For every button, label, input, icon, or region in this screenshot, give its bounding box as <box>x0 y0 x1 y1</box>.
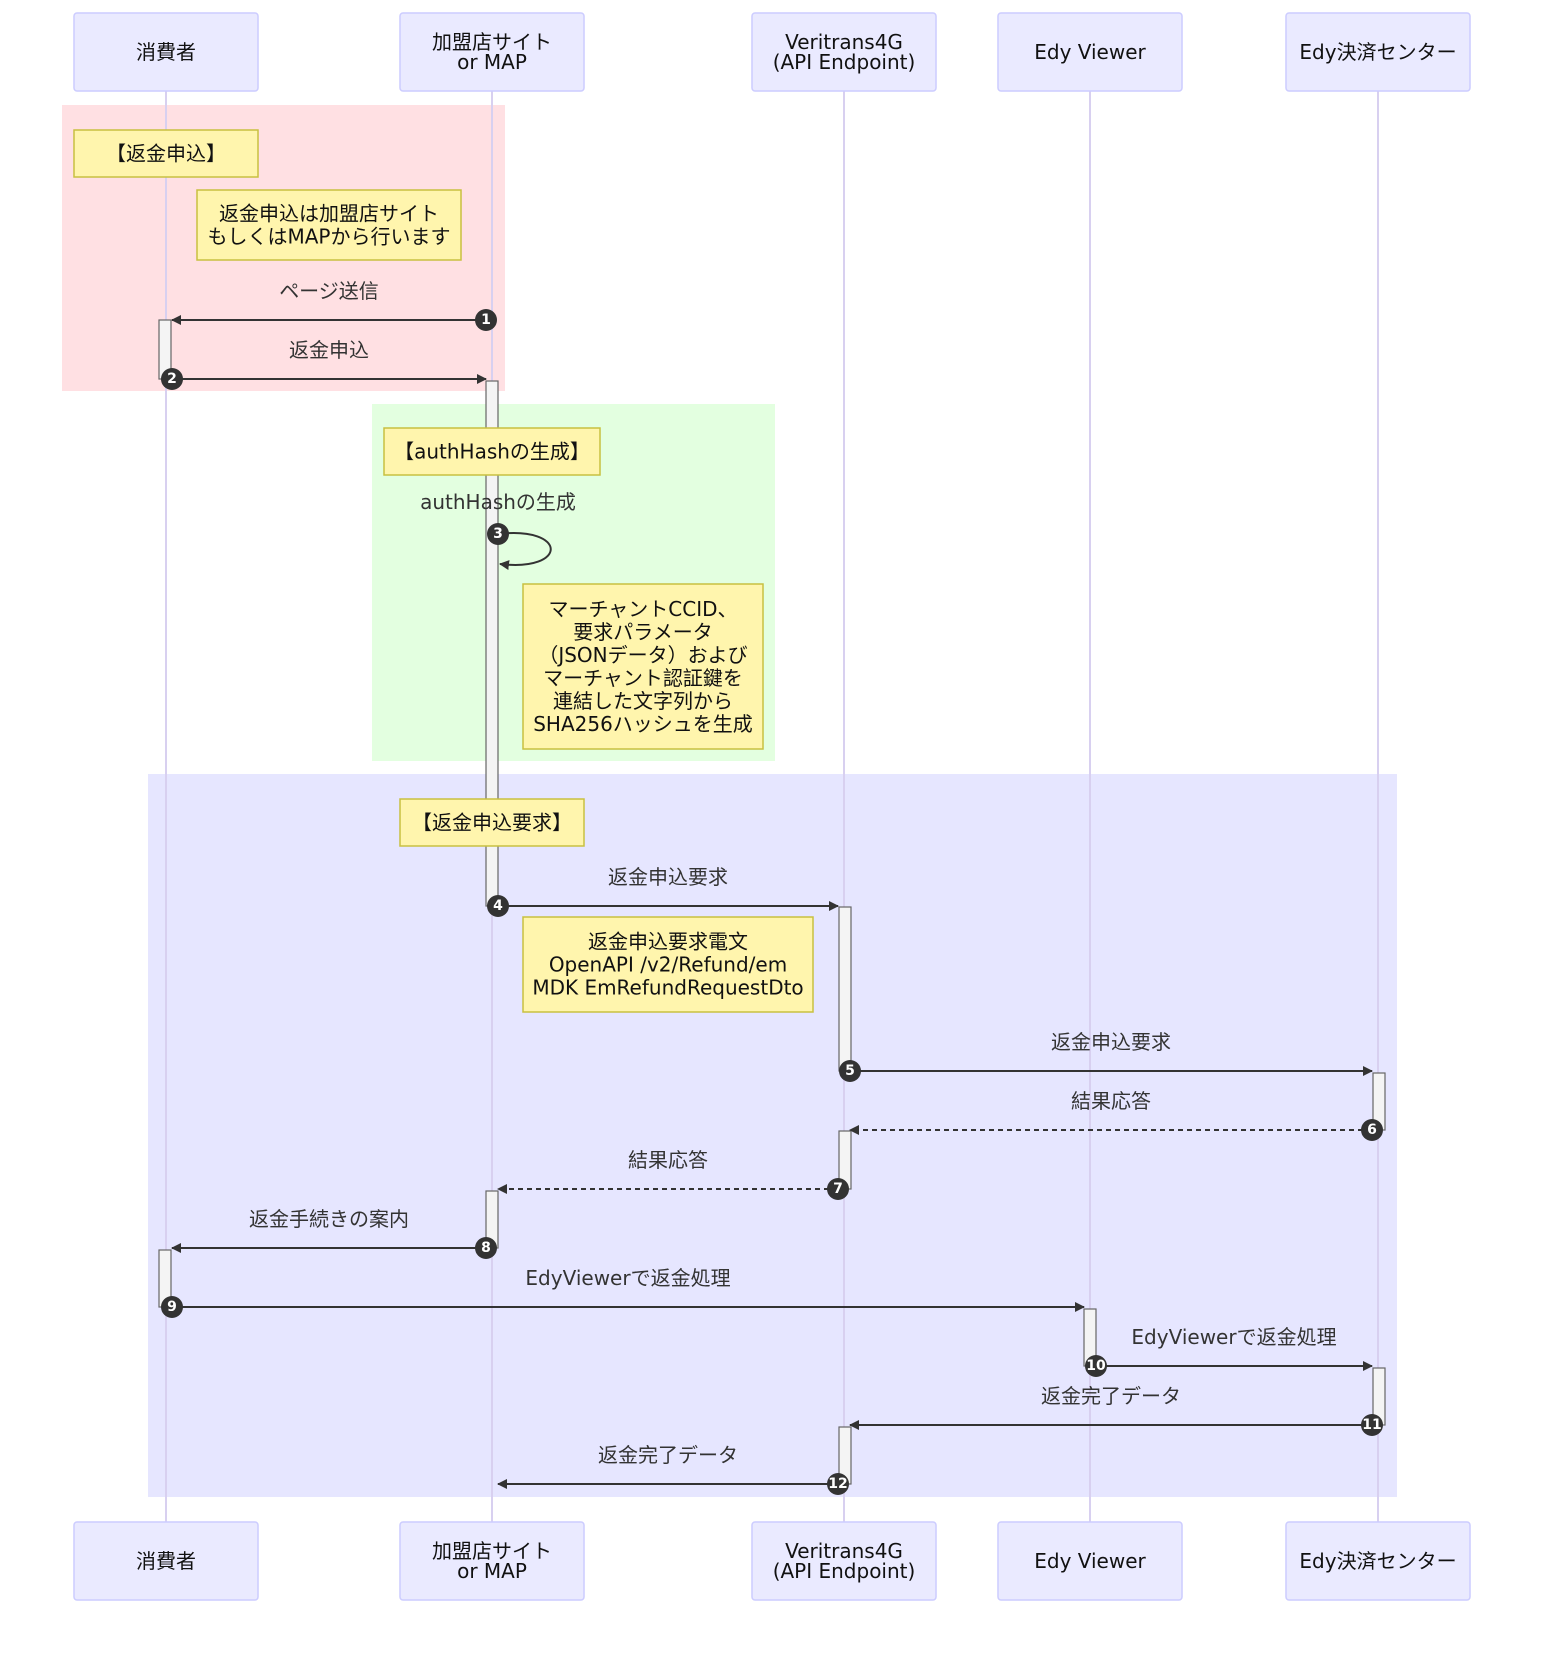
message-6-seq-number: 6 <box>1367 1122 1377 1138</box>
message-12-seq-badge <box>827 1473 849 1495</box>
section-title-authhash-box <box>383 427 601 476</box>
note-refund-message-box <box>522 916 814 1013</box>
message-9-seq-badge <box>161 1296 183 1318</box>
note-refund-message-text: MDK EmRefundRequestDto <box>532 976 803 1000</box>
message-6-seq-badge <box>1361 1119 1383 1141</box>
actor-label-consumer-bottom: 消費者 <box>136 1549 196 1573</box>
message-4-label: 返金申込要求 <box>608 865 728 889</box>
actor-label-merchant-bottom: 加盟店サイト <box>432 1539 552 1563</box>
message-3-label: authHashの生成 <box>420 490 576 514</box>
message-7-label: 結果応答 <box>628 1148 708 1172</box>
actor-label-merchant-top: 加盟店サイト <box>432 30 552 54</box>
actor-label-merchant-top: or MAP <box>457 50 527 74</box>
message-2-label: 返金申込 <box>289 338 369 362</box>
note-authhash-detail-text: （JSONデータ）および <box>538 643 747 667</box>
actor-box-merchant-top <box>399 12 585 92</box>
actor-box-edycenter-bottom <box>1285 1521 1471 1601</box>
message-layer: ページ送信 1 返金申込 2 authHashの生成 3 返金申込要求 4 返金申込要求 5 結果応… <box>161 279 1383 1495</box>
note-authhash-detail-text: マーチャント認証鍵を <box>543 666 743 690</box>
message-11-seq-number: 11 <box>1362 1417 1381 1433</box>
message-2-seq-badge <box>161 368 183 390</box>
section-title-refund-request-box <box>399 798 585 847</box>
note-layer: 【返金申込】返金申込は加盟店サイトもしくはMAPから行います【authHashの… <box>73 129 814 1013</box>
message-5-label: 返金申込要求 <box>1051 1030 1171 1054</box>
message-7-seq-badge <box>827 1178 849 1200</box>
actor-label-consumer-top: 消費者 <box>136 40 196 64</box>
message-10-seq-badge <box>1085 1355 1107 1377</box>
message-12-label: 返金完了データ <box>598 1443 738 1467</box>
actor-box-edycenter-top <box>1285 12 1471 92</box>
note-authhash-detail-text: 連結した文字列から <box>553 689 733 713</box>
actor-box-consumer-bottom <box>73 1521 259 1601</box>
message-8-seq-number: 8 <box>481 1240 491 1256</box>
section-title-refund-application-box <box>73 129 259 178</box>
message-1-seq-badge <box>475 309 497 331</box>
message-3-seq-badge <box>487 523 509 545</box>
section-title-authhash-text: 【authHashの生成】 <box>394 440 590 464</box>
message-1-seq-number: 1 <box>481 312 491 328</box>
actor-label-veritrans-top: (API Endpoint) <box>773 50 916 74</box>
section-layer <box>62 105 1397 1497</box>
section-title-refund-request-text: 【返金申込要求】 <box>412 811 572 835</box>
message-7-seq-number: 7 <box>833 1181 843 1197</box>
actor-label-veritrans-bottom: Veritrans4G <box>785 1539 903 1563</box>
actor-label-veritrans-bottom: (API Endpoint) <box>773 1559 916 1583</box>
message-3-seq-number: 3 <box>493 526 503 542</box>
message-10-seq-number: 10 <box>1086 1358 1106 1374</box>
note-authhash-detail-box <box>522 583 764 750</box>
actor-box-merchant-bottom <box>399 1521 585 1601</box>
message-5-seq-number: 5 <box>845 1063 855 1079</box>
note-refund-origin-box <box>196 189 462 261</box>
actor-box-veritrans-bottom <box>751 1521 937 1601</box>
note-refund-message-text: OpenAPI /v2/Refund/em <box>549 953 787 977</box>
actor-label-edycenter-top: Edy決済センター <box>1299 40 1456 64</box>
note-authhash-detail-text: 要求パラメータ <box>573 620 712 644</box>
message-9-seq-number: 9 <box>167 1299 177 1315</box>
actor-box-consumer-top <box>73 12 259 92</box>
message-1-label: ページ送信 <box>279 279 379 303</box>
section-title-refund-application-text: 【返金申込】 <box>106 142 226 166</box>
actor-label-veritrans-top: Veritrans4G <box>785 30 903 54</box>
note-authhash-detail-text: マーチャントCCID、 <box>548 597 737 621</box>
message-8-seq-badge <box>475 1237 497 1259</box>
section-refund-request <box>148 774 1397 1497</box>
message-12-seq-number: 12 <box>828 1476 847 1492</box>
message-9-label: EdyViewerで返金処理 <box>525 1266 730 1290</box>
actor-label-edycenter-bottom: Edy決済センター <box>1299 1549 1456 1573</box>
note-refund-message-text: 返金申込要求電文 <box>588 930 748 954</box>
actor-box-edyviewer-bottom <box>997 1521 1183 1601</box>
note-refund-origin-text: もしくはMAPから行います <box>208 225 451 249</box>
message-4-seq-number: 4 <box>493 898 503 914</box>
message-5-seq-badge <box>839 1060 861 1082</box>
message-11-label: 返金完了データ <box>1041 1384 1181 1408</box>
actor-label-edyviewer-bottom: Edy Viewer <box>1034 1549 1146 1573</box>
actor-label-edyviewer-top: Edy Viewer <box>1034 40 1146 64</box>
message-6-label: 結果応答 <box>1071 1089 1151 1113</box>
actor-label-merchant-bottom: or MAP <box>457 1559 527 1583</box>
actor-box-veritrans-top <box>751 12 937 92</box>
message-3-arrow <box>497 532 552 571</box>
actor-box-edyviewer-top <box>997 12 1183 92</box>
message-4-seq-badge <box>487 895 509 917</box>
message-8-label: 返金手続きの案内 <box>249 1207 409 1231</box>
message-2-seq-number: 2 <box>167 371 177 387</box>
note-authhash-detail-text: SHA256ハッシュを生成 <box>533 712 753 736</box>
note-refund-origin-text: 返金申込は加盟店サイト <box>219 202 439 226</box>
activation-bar <box>838 906 852 1072</box>
message-11-seq-badge <box>1361 1414 1383 1436</box>
message-10-label: EdyViewerで返金処理 <box>1131 1325 1336 1349</box>
